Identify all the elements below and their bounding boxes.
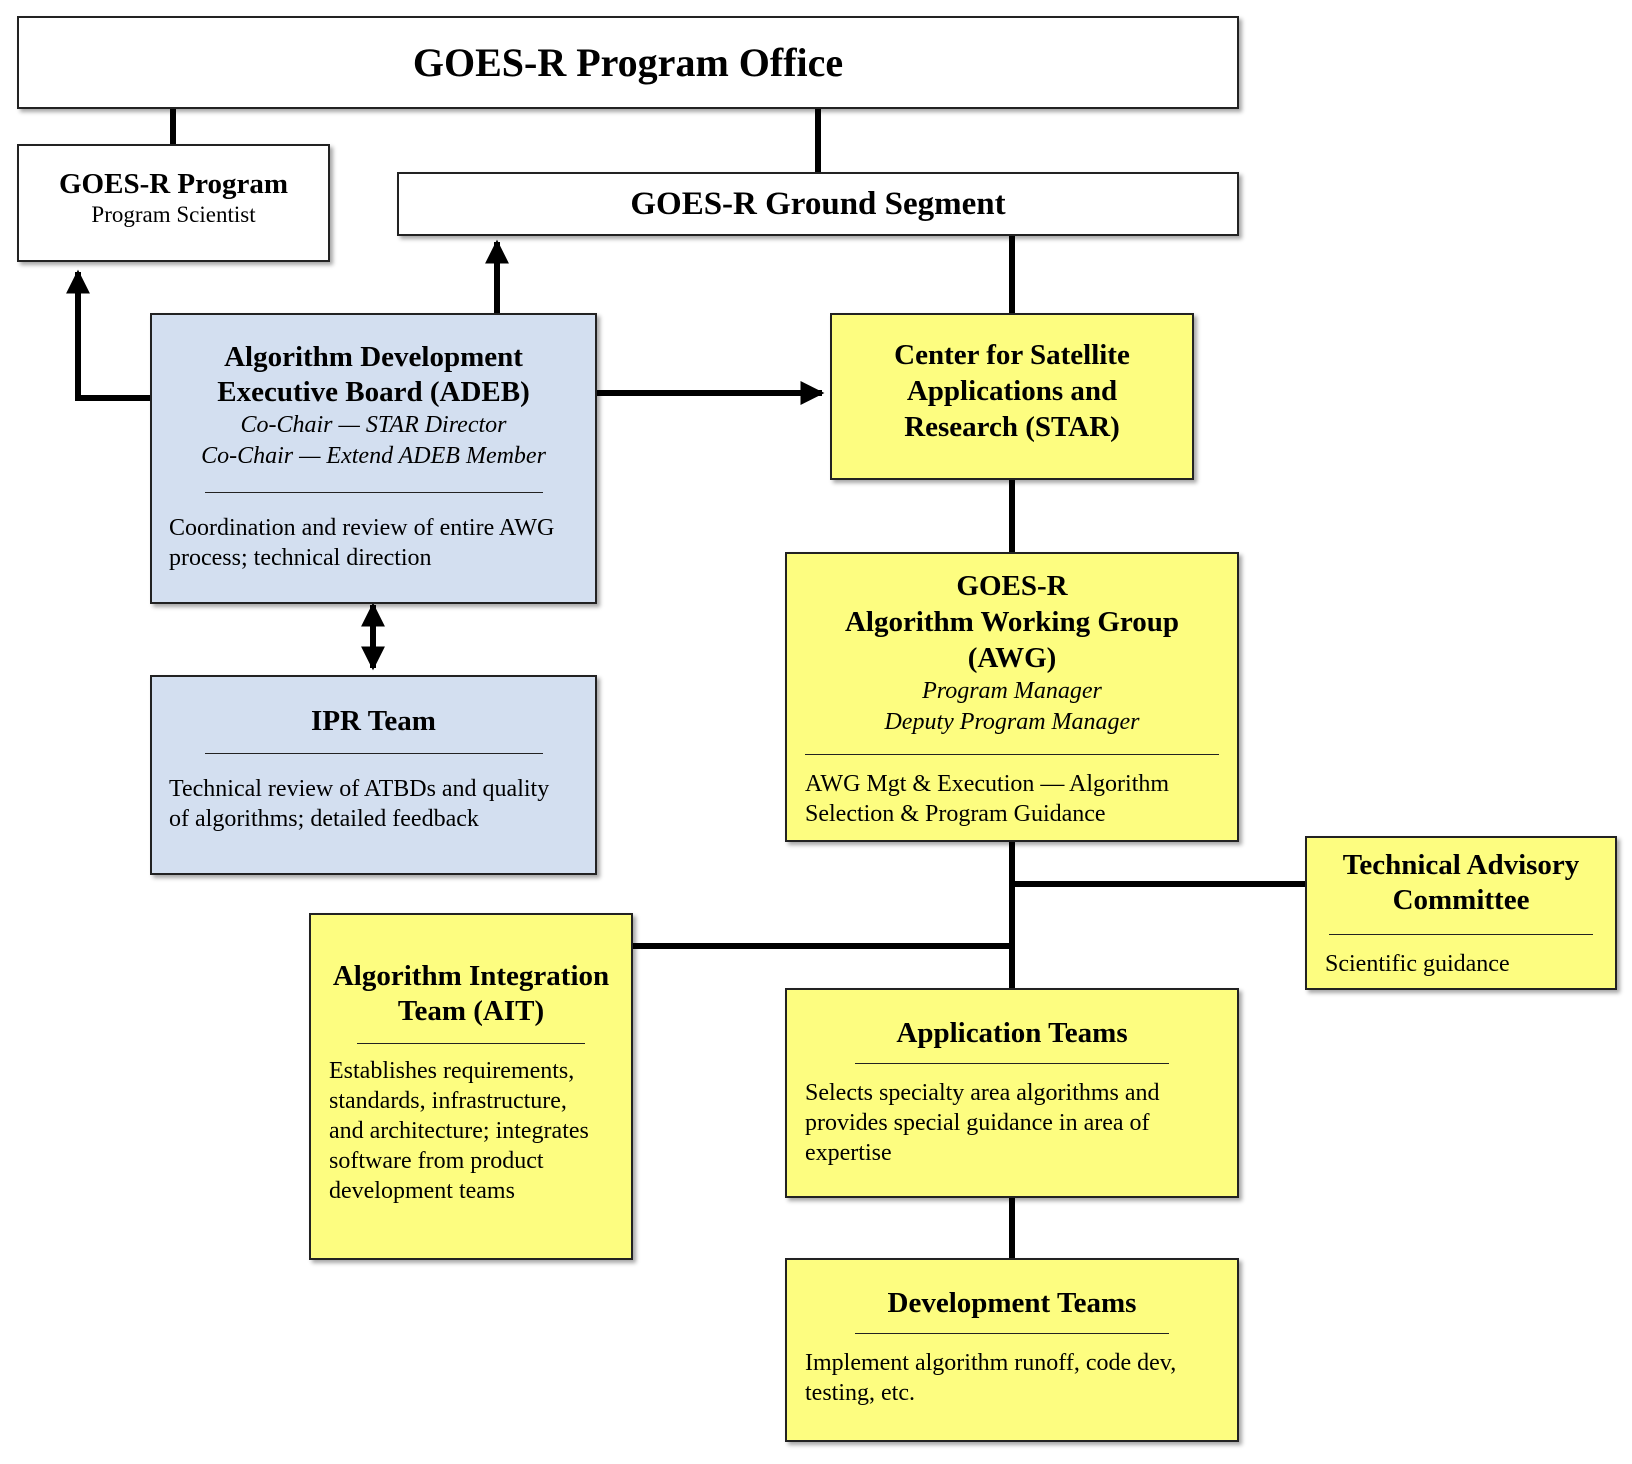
awg-desc-line1: AWG Mgt & Execution — Algorithm — [805, 771, 1170, 797]
application-teams-desc-line2: provides special guidance in area of — [805, 1110, 1150, 1136]
adeb-desc-line1: Coordination and review of entire AWG — [169, 515, 555, 541]
development-teams-desc-line2: testing, etc. — [805, 1380, 915, 1406]
program-title: GOES-R Program — [58, 168, 289, 200]
development-teams-box: Development Teams Implement algorithm ru… — [785, 1258, 1239, 1442]
ipr-desc-line2: of algorithms; detailed feedback — [169, 806, 479, 832]
program-office-title: GOES-R Program Office — [412, 40, 844, 85]
awg-role-deputy-manager: Deputy Program Manager — [884, 709, 1140, 735]
program-subtitle: Program Scientist — [91, 202, 256, 227]
awg-role-program-manager: Program Manager — [922, 678, 1102, 704]
tac-box: Technical Advisory Committee Scientific … — [1305, 836, 1617, 990]
ait-desc-line3: and architecture; integrates — [329, 1118, 589, 1144]
adeb-divider — [204, 492, 543, 493]
application-teams-desc-line1: Selects specialty area algorithms and — [805, 1080, 1160, 1106]
ipr-divider — [204, 753, 543, 754]
development-teams-title: Development Teams — [887, 1287, 1137, 1319]
ait-desc-line5: development teams — [329, 1178, 515, 1204]
star-box: Center for Satellite Applications and Re… — [830, 313, 1194, 480]
awg-box: GOES-R Algorithm Working Group (AWG) Pro… — [785, 552, 1239, 842]
program-box: GOES-R Program Program Scientist — [17, 144, 330, 262]
tac-divider — [1329, 934, 1593, 935]
development-teams-divider — [855, 1333, 1169, 1334]
ait-box: Algorithm Integration Team (AIT) Establi… — [309, 913, 633, 1260]
awg-title-line3: (AWG) — [967, 642, 1057, 674]
adeb-title-line2: Executive Board (ADEB) — [217, 376, 530, 408]
ipr-title: IPR Team — [311, 705, 436, 737]
ait-divider — [357, 1043, 585, 1044]
adeb-desc-line2: process; technical direction — [169, 545, 432, 571]
application-teams-box: Application Teams Selects specialty area… — [785, 988, 1239, 1198]
ground-segment-box: GOES-R Ground Segment — [397, 172, 1239, 236]
awg-title-line1: GOES-R — [956, 570, 1068, 602]
star-title-line3: Research (STAR) — [904, 411, 1120, 443]
awg-divider — [805, 754, 1219, 755]
star-title-line1: Center for Satellite — [894, 339, 1130, 371]
ait-desc-line4: software from product — [329, 1148, 544, 1174]
adeb-box: Algorithm Development Executive Board (A… — [150, 313, 597, 604]
ipr-desc-line1: Technical review of ATBDs and quality — [169, 776, 550, 802]
ait-title-line1: Algorithm Integration — [332, 960, 610, 992]
ground-segment-title: GOES-R Ground Segment — [630, 186, 1006, 222]
development-teams-desc-line1: Implement algorithm runoff, code dev, — [805, 1350, 1177, 1376]
program-office-box: GOES-R Program Office — [17, 16, 1239, 109]
awg-desc-line2: Selection & Program Guidance — [805, 801, 1106, 827]
adeb-to-program-arrow — [66, 269, 150, 401]
application-teams-divider — [855, 1063, 1169, 1064]
application-teams-title: Application Teams — [896, 1017, 1128, 1049]
adeb-role-cochair-star: Co-Chair — STAR Director — [240, 412, 507, 438]
ait-desc-line1: Establishes requirements, — [329, 1058, 575, 1084]
ait-desc-line2: standards, infrastructure, — [329, 1088, 567, 1114]
adeb-role-cochair-extend: Co-Chair — Extend ADEB Member — [201, 443, 546, 469]
adeb-title-line1: Algorithm Development — [224, 341, 523, 373]
ipr-team-box: IPR Team Technical review of ATBDs and q… — [150, 675, 597, 875]
tac-desc-line1: Scientific guidance — [1325, 951, 1510, 977]
star-title-line2: Applications and — [906, 375, 1118, 407]
ait-title-line2: Team (AIT) — [397, 995, 545, 1027]
tac-title-line1: Technical Advisory — [1342, 849, 1580, 881]
awg-title-line2: Algorithm Working Group — [844, 606, 1180, 638]
application-teams-desc-line3: expertise — [805, 1140, 892, 1166]
tac-title-line2: Committee — [1392, 884, 1530, 916]
